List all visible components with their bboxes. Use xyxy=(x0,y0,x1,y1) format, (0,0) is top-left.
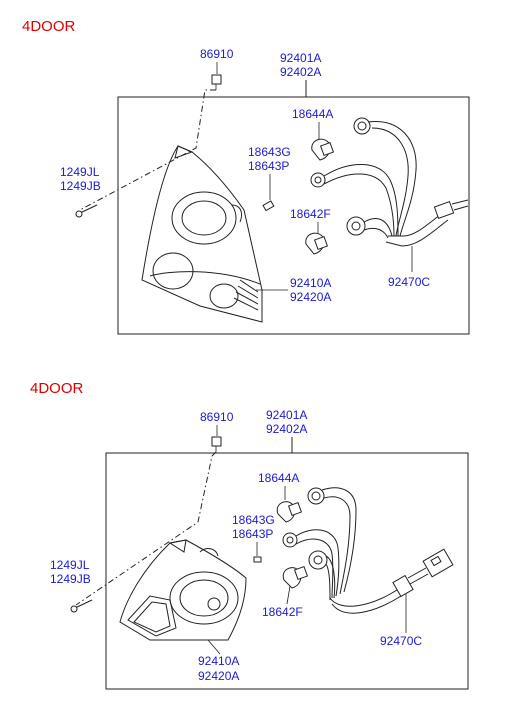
label-lens-bottom: 92420A xyxy=(198,669,239,683)
socket-small-part xyxy=(262,200,275,212)
leader-lens xyxy=(207,639,221,655)
label-socket-p: 18643P xyxy=(248,159,289,173)
label-lens-bottom: 92420A xyxy=(290,290,331,304)
assembly-frame xyxy=(117,96,470,335)
mounting-dashed-line xyxy=(79,89,216,211)
clip-part xyxy=(211,74,222,90)
diagram-header: 4DOOR xyxy=(22,18,76,35)
label-assy-top: 92401A xyxy=(266,408,307,422)
screw-part xyxy=(70,599,93,613)
label-lens-top: 92410A xyxy=(290,276,331,290)
label-screw-bottom: 1249JB xyxy=(60,179,101,193)
diagram-1: 4DOOR 86910 92401A 92402A 18644A 18643G … xyxy=(22,18,470,335)
label-clip: 86910 xyxy=(200,47,234,61)
label-socket-g: 18643G xyxy=(248,145,291,159)
label-bulb-f: 18642F xyxy=(262,605,303,619)
tail-lamp-housing xyxy=(141,145,263,323)
wiring-harness xyxy=(282,487,454,614)
diagram-2: 4DOOR 86910 92401A 92402A 18644A 18643G … xyxy=(30,380,469,690)
mounting-dashed-line xyxy=(75,451,217,606)
label-screw-top: 1249JL xyxy=(50,558,90,572)
label-harness: 92470C xyxy=(388,275,430,289)
bulb-f-part xyxy=(305,232,329,255)
assembly-frame xyxy=(105,452,469,690)
label-bulb-a: 18644A xyxy=(258,471,299,485)
label-screw-bottom: 1249JB xyxy=(50,572,91,586)
bulb-a-part xyxy=(311,138,335,161)
label-assy-bottom: 92402A xyxy=(280,65,321,79)
wiring-harness xyxy=(310,117,469,247)
label-assy-top: 92401A xyxy=(280,51,321,65)
screw-part xyxy=(75,204,98,218)
tail-lamp-housing xyxy=(119,539,247,641)
label-bulb-a: 18644A xyxy=(292,107,333,121)
bulb-a-part xyxy=(276,501,303,523)
label-bulb-f: 18642F xyxy=(290,207,331,221)
label-harness: 92470C xyxy=(380,634,422,648)
clip-part xyxy=(211,436,222,452)
leader-bulb-f xyxy=(286,585,291,605)
label-socket-p: 18643P xyxy=(232,527,273,541)
diagram-header: 4DOOR xyxy=(30,380,84,397)
socket-small-part xyxy=(253,556,262,563)
label-lens-top: 92410A xyxy=(198,654,239,668)
label-socket-g: 18643G xyxy=(232,513,275,527)
label-clip: 86910 xyxy=(200,410,234,424)
bulb-f-part xyxy=(282,565,309,589)
label-assy-bottom: 92402A xyxy=(266,422,307,436)
label-screw-top: 1249JL xyxy=(60,165,100,179)
